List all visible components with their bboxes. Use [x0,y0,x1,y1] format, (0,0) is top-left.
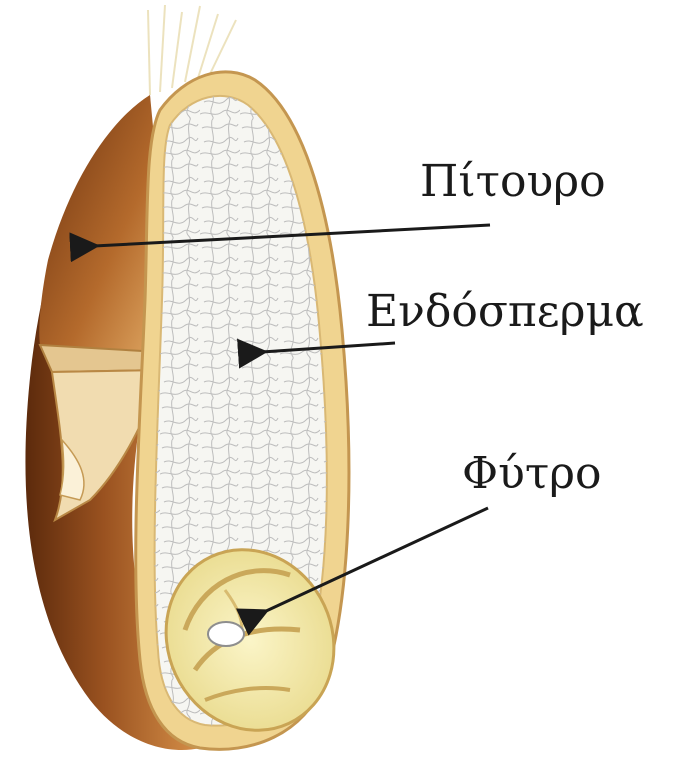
label-endosperm: Ενδόσπερμα [366,290,644,334]
label-germ: Φύτρο [462,452,602,496]
bran-top-cap [39,95,160,360]
label-bran: Πίτουρο [420,160,606,204]
